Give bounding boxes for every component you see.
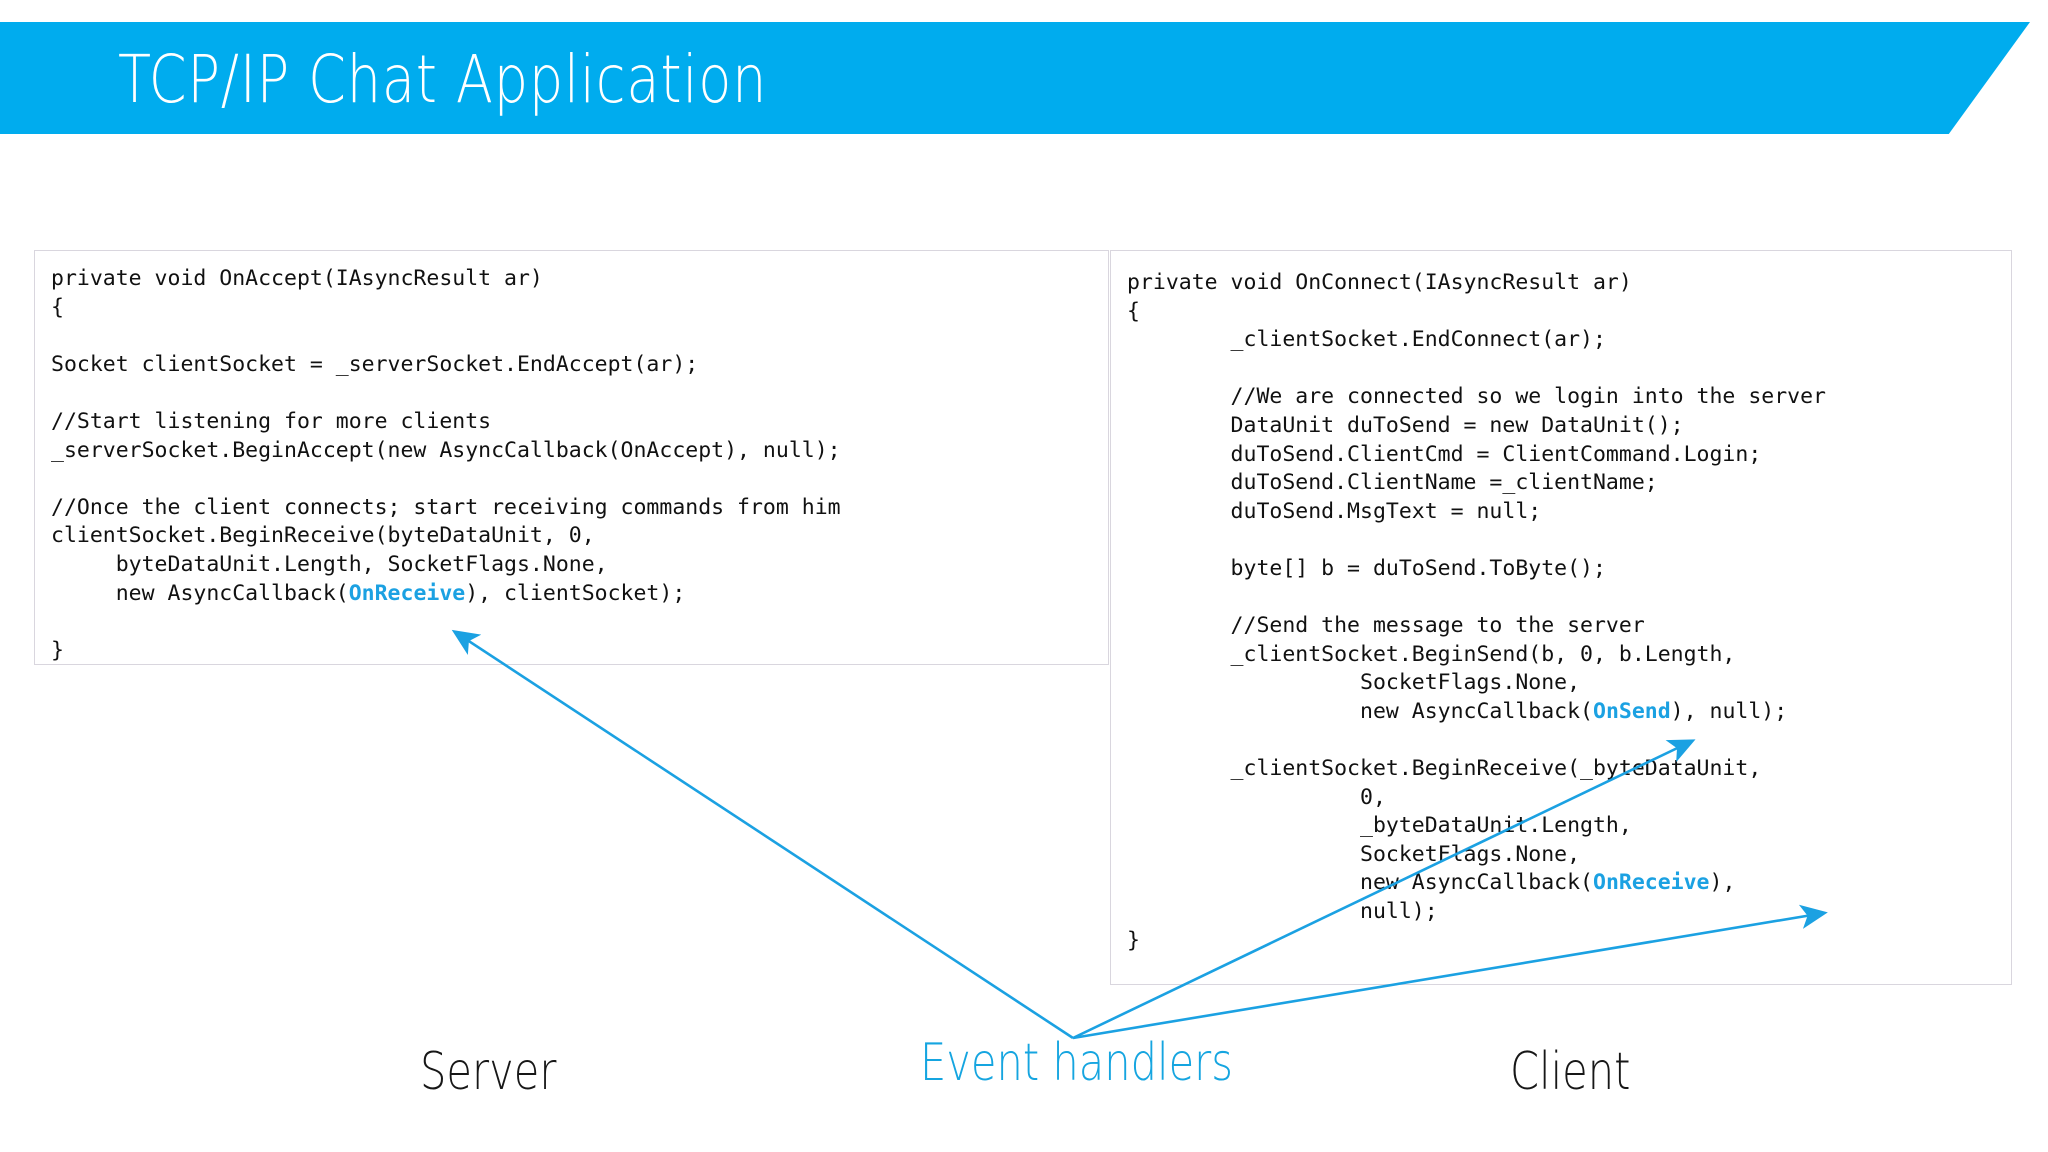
caption-client: Client xyxy=(1510,1042,1631,1102)
code-block-client: private void OnConnect(IAsyncResult ar) … xyxy=(1110,250,2012,985)
caption-event-handlers: Event handlers xyxy=(920,1033,1233,1093)
page-title: TCP/IP Chat Application xyxy=(118,41,768,118)
code-text-server: private void OnAccept(IAsyncResult ar) {… xyxy=(51,266,841,663)
code-block-server: private void OnAccept(IAsyncResult ar) {… xyxy=(34,250,1109,665)
code-text-client: private void OnConnect(IAsyncResult ar) … xyxy=(1127,270,1826,953)
arrow-to-server-onreceive xyxy=(451,629,1074,1040)
caption-server: Server xyxy=(420,1042,557,1102)
title-banner-shape xyxy=(0,22,2030,134)
